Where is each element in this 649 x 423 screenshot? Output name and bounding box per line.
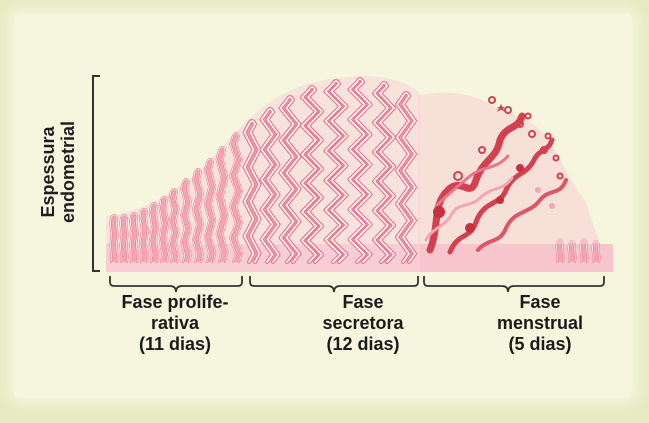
gland-lumen [324,80,348,263]
phase-label-line: (5 dias) [508,334,572,354]
y-axis-bracket [92,75,100,272]
gland-lumen [348,78,372,263]
gland-lumen [120,214,128,263]
phase-label-line: Fase [519,292,561,312]
gland-lumen [159,196,169,263]
phase-label-line: menstrual [496,313,584,333]
gland-lumen [301,86,323,263]
gland-lumen [229,132,243,263]
gland-lumen [180,178,192,263]
gland-lumen [129,212,139,263]
phase-label-line: rativa [150,313,200,333]
phase-label-line: Fase [342,292,384,312]
brace-menstrual [423,276,605,293]
phase-label-menstrual: Fase menstrual (5 dias) [470,292,610,355]
phase-label-line: Fase prolife- [121,292,229,312]
brace-secretory [249,276,419,293]
phase-label-line: (12 dias) [326,334,400,354]
phase-label-line: secretora [322,313,404,333]
phase-label-secretory: Fase secretora (12 dias) [298,292,428,355]
gland-lumen [396,92,416,263]
gland-lumen [139,208,149,263]
gland-lumen [243,120,261,263]
phase-label-proliferative: Fase prolife- rativa (11 dias) [104,292,246,355]
menstrual-shedding [418,92,600,255]
gland-lumen [216,146,228,263]
gland-lumen [204,158,216,263]
gland-lumen [373,82,395,263]
gland-lumen [149,202,159,263]
gland-lumen [110,214,118,263]
gland-lumen [169,188,179,263]
gland-lumen [279,96,301,263]
phase-label-line: (11 dias) [138,334,212,354]
gland-lumen [260,108,280,263]
gland-group [109,77,601,264]
brace-proliferative [109,276,243,293]
gland-lumen [192,168,204,263]
